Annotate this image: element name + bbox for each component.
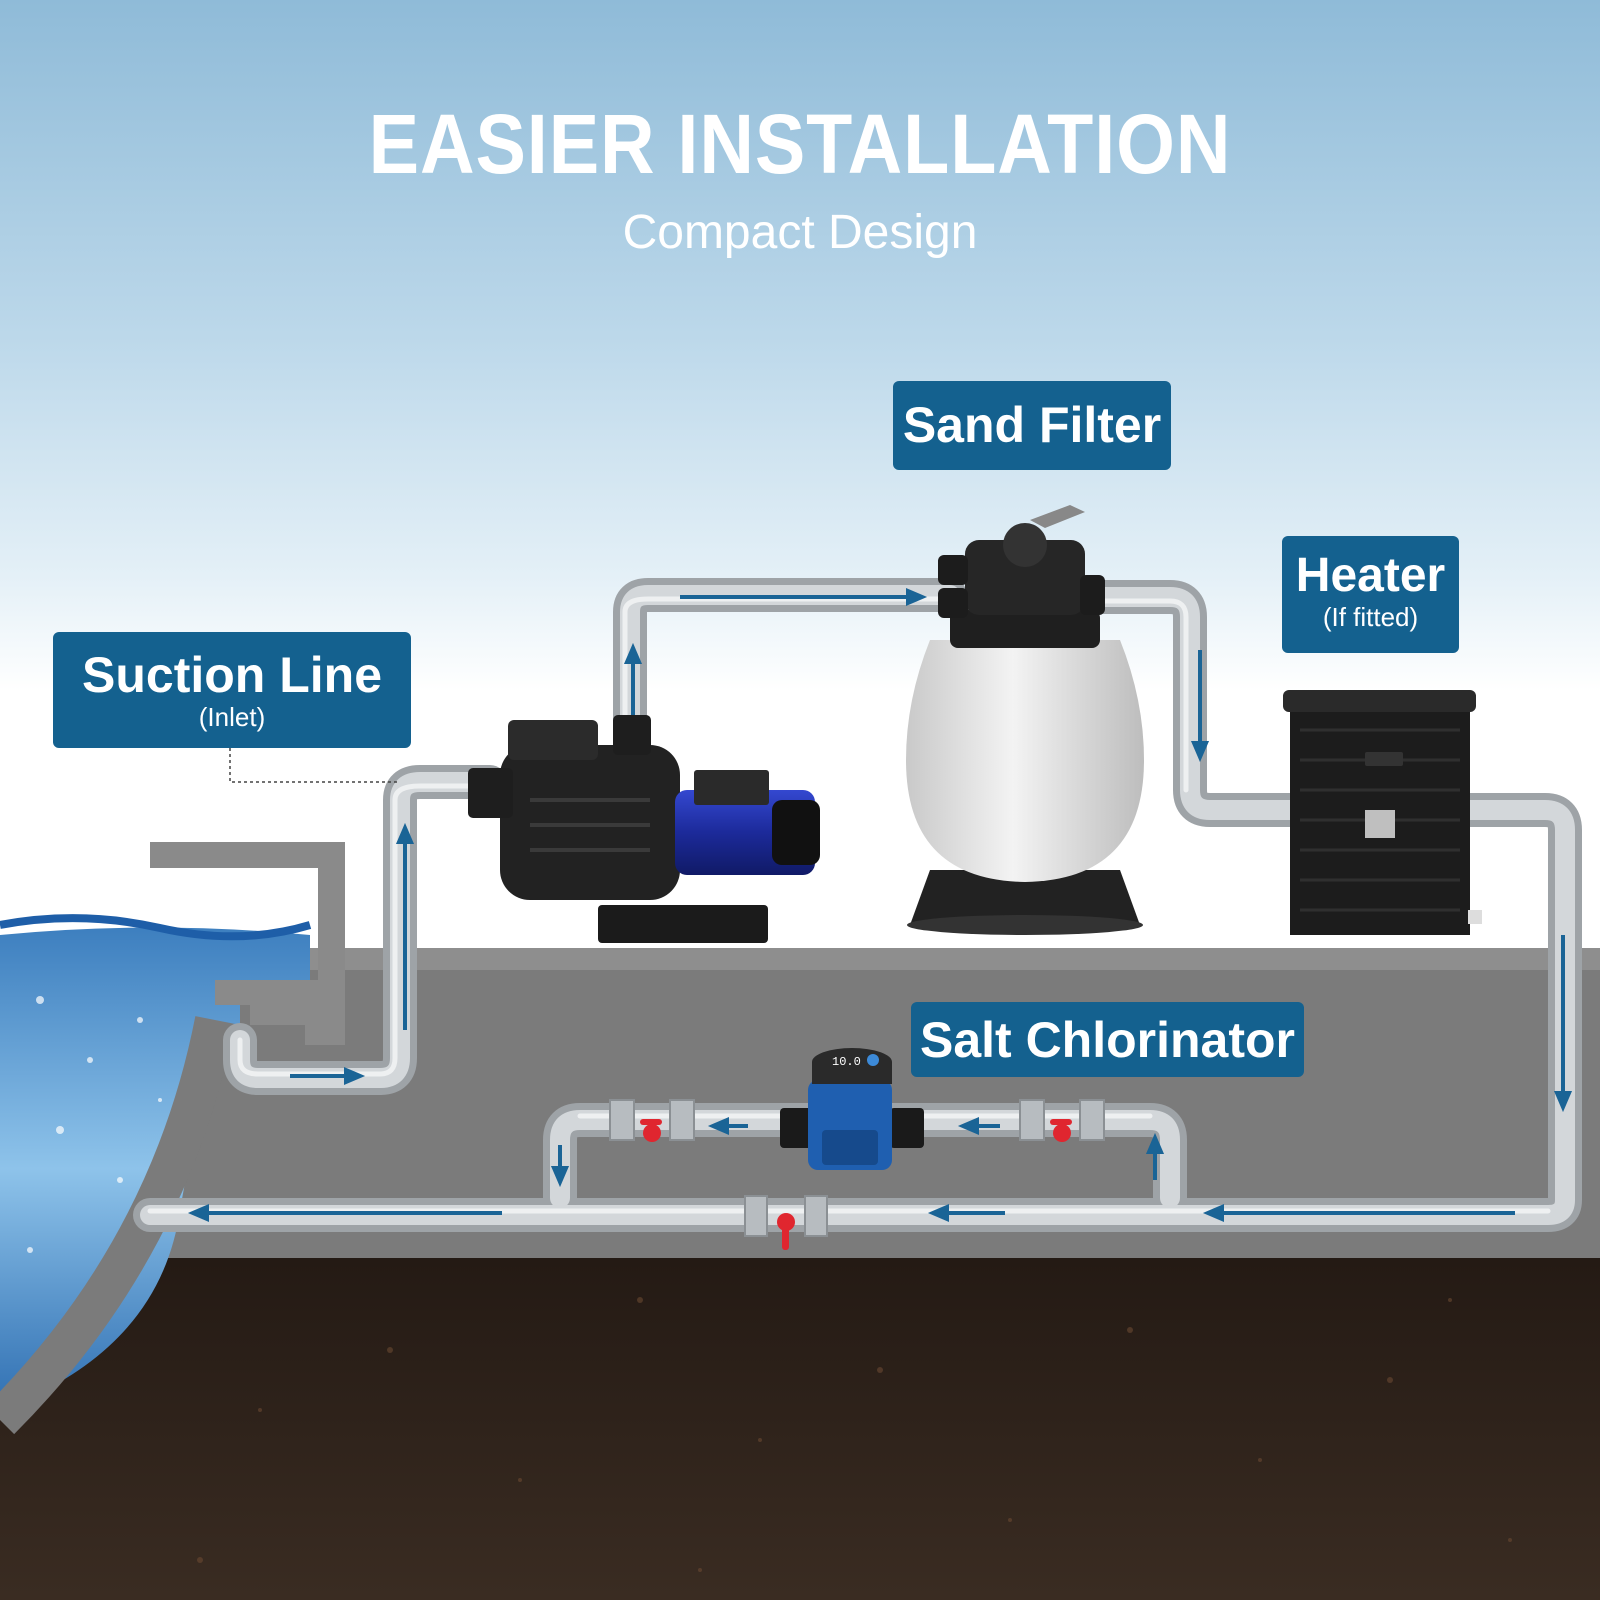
ball-valve-icon	[640, 1119, 1072, 1250]
salt-chlorinator-icon	[780, 1048, 924, 1170]
heat-pump-icon	[1283, 690, 1482, 935]
sand-filter-icon	[906, 505, 1144, 935]
suction-line-title: Suction Line	[82, 647, 382, 703]
salt-chlorinator-label: Salt Chlorinator	[911, 1002, 1304, 1077]
heater-title: Heater	[1295, 549, 1446, 602]
salt-chlorinator-title: Salt Chlorinator	[919, 1012, 1296, 1068]
pool-pump-icon	[468, 715, 820, 943]
page-subtitle: Compact Design	[622, 206, 978, 259]
heater-label: Heater (If fitted)	[1282, 536, 1459, 653]
suction-line-subtitle: (Inlet)	[198, 702, 266, 732]
pipe-fittings	[609, 1099, 1105, 1237]
flow-arrows	[187, 587, 1573, 1223]
heater-subtitle: (If fitted)	[1322, 602, 1419, 632]
suction-line-label: Suction Line (Inlet)	[53, 632, 411, 748]
pool-wall	[150, 842, 345, 1045]
page-title: EASIER INSTALLATION	[368, 97, 1232, 191]
sand-filter-title: Sand Filter	[902, 397, 1162, 453]
sand-filter-label: Sand Filter	[893, 381, 1171, 470]
soil	[0, 1258, 1600, 1600]
chlorinator-display: 10.0	[832, 1055, 861, 1069]
